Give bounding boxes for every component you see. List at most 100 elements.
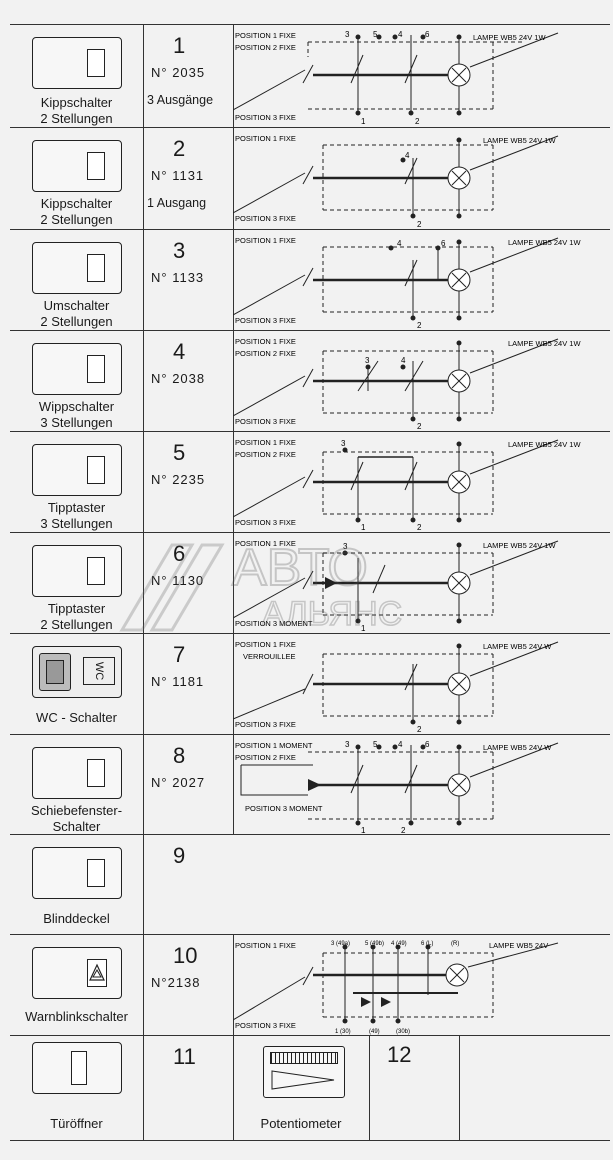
wiring-diagram: POSITION 1 FIXE POSITION 2 FIXE POSITION… (232, 25, 610, 128)
wiring-diagram: POSITION 1 FIXE POSITION 2 FIXE POSITION… (232, 432, 610, 533)
item-number: 2 (173, 136, 186, 161)
switch-name: Kippschalter (40, 95, 113, 110)
locked-label: VERROUILLEE (243, 652, 296, 661)
terminal-label: 2 (417, 725, 422, 734)
position-1-label: POSITION 1 FIXE (235, 31, 296, 40)
number-cell-12: 12 (369, 1036, 460, 1141)
switch-name: Tipptaster (47, 601, 106, 616)
position-3-label: POSITION 3 FIXE (235, 113, 296, 122)
terminal-label: 1 (361, 117, 366, 126)
warning-triangle-icon (89, 963, 105, 981)
row-7: WC WC - Schalter 7 N° 1181 (10, 633, 610, 735)
terminal-label: 4 (397, 239, 402, 248)
wiring-diagram: POSITION 1 MOMENT POSITION 2 FIXE POSITI… (233, 735, 610, 835)
terminal-label: 3 (341, 439, 346, 448)
lamp-label: LAMPE WB5 24V (489, 941, 548, 950)
switch-image-cell: Kippschalter 2 Stellungen (10, 25, 144, 128)
switch-image-cell: Tipptaster 3 Stellungen (10, 432, 144, 533)
item-number: 11 (173, 1044, 196, 1069)
rocker-switch-icon (32, 545, 122, 597)
terminal-label: 2 (417, 422, 422, 431)
lamp-label: LAMPE WB5 24V 1W (483, 541, 556, 550)
position-1-label: POSITION 1 FIXE (235, 134, 296, 143)
switch-image-cell: Blinddeckel (10, 835, 144, 935)
wiring-diagram: POSITION 1 FIXE POSITION 3 MOMENT LAMPE … (232, 533, 610, 634)
lamp-label: LAMPE WB5 24V 1W (508, 440, 581, 449)
terminal-label: 5 (373, 30, 378, 39)
rocker-switch-icon (32, 444, 122, 496)
number-cell: 5 N° 2235 (143, 432, 234, 533)
potentiometer-icon (263, 1046, 345, 1098)
row-9: Blinddeckel 9 (10, 834, 610, 935)
rocker-switch-icon (32, 747, 122, 799)
terminal-label: 1 (361, 826, 366, 835)
switch-positions: 3 Stellungen (40, 516, 113, 531)
terminal-label: 6 (441, 239, 446, 248)
terminal-label: (49) (369, 1029, 380, 1035)
position-1-label: POSITION 1 MOMENT (235, 741, 313, 750)
row-5: Tipptaster 3 Stellungen 5 N° 2235 (10, 431, 610, 533)
switch-positions: 2 Stellungen (40, 212, 113, 227)
wiring-diagram: POSITION 1 FIXE POSITION 2 FIXE POSITION… (232, 331, 610, 432)
switch-name: Kippschalter (40, 196, 113, 211)
position-2-label: POSITION 2 FIXE (235, 450, 296, 459)
row-10: Warnblinkschalter 10 N°2138 (10, 934, 610, 1036)
item-number: 9 (173, 843, 186, 868)
number-cell: 9 (143, 835, 233, 935)
terminal-label: 1 (30) (335, 1029, 351, 1035)
outputs-count: 3 Ausgänge (147, 93, 214, 107)
lamp-label: LAMPE WB5 24V W (483, 743, 552, 752)
wiring-diagram: POSITION 1 FIXE VERROUILLEE POSITION 3 F… (232, 634, 610, 735)
item-number: 3 (173, 238, 186, 263)
position-2-label: POSITION 2 FIXE (235, 349, 296, 358)
terminal-label: 3 (49a) (331, 941, 350, 947)
switch-positions: 3 Stellungen (40, 415, 113, 430)
row-2: Kippschalter 2 Stellungen 2 N° 1131 1 Au… (10, 127, 610, 230)
wiring-diagram: POSITION 1 FIXE POSITION 3 FIXE LAMPE WB… (232, 935, 610, 1036)
part-number: N° 2038 (151, 371, 206, 386)
switch-image-cell: Umschalter 2 Stellungen (10, 230, 144, 331)
row-11: Türöffner 11 Potentiometer 12 (10, 1035, 610, 1141)
terminal-label: 2 (401, 826, 406, 835)
part-number: N° 1131 (151, 168, 205, 183)
terminal-label: 4 (398, 740, 403, 749)
position-1-label: POSITION 1 FIXE (235, 438, 296, 447)
wiring-diagram: POSITION 1 FIXE POSITION 3 FIXE LAMPE WB… (232, 128, 610, 230)
terminal-label: 6 (L) (421, 941, 433, 947)
position-3-label: POSITION 3 FIXE (235, 720, 296, 729)
row-6: Tipptaster 2 Stellungen 6 N° 1130 (10, 532, 610, 634)
switch-name: Wippschalter (38, 399, 115, 414)
part-number: N°2138 (151, 975, 201, 990)
switch-image-cell: Kippschalter 2 Stellungen (10, 128, 144, 230)
position-3-label: POSITION 3 FIXE (235, 316, 296, 325)
rocker-switch-icon (32, 140, 122, 192)
lamp-label: LAMPE WB5 24V 1W (508, 238, 581, 247)
terminal-label: 1 (361, 624, 366, 633)
part-number: N° 1130 (151, 573, 205, 588)
position-3-label: POSITION 3 FIXE (235, 214, 296, 223)
position-1-label: POSITION 1 FIXE (235, 941, 296, 950)
item-number: 12 (387, 1042, 412, 1067)
number-cell: 4 N° 2038 (143, 331, 234, 432)
position-1-label: POSITION 1 FIXE (235, 640, 296, 649)
row-1: Kippschalter 2 Stellungen 1 N° 2035 3 Au… (10, 24, 610, 128)
lamp-label: LAMPE WB5 24V 1W (483, 136, 556, 145)
position-3-label: POSITION 3 FIXE (235, 1021, 296, 1030)
switch-name: Umschalter (43, 298, 110, 313)
part-number: N° 1181 (151, 674, 205, 689)
switch-image-cell: Schiebefenster- Schalter (10, 735, 144, 835)
row-8: Schiebefenster- Schalter 8 N° 2027 (10, 734, 610, 835)
part-number: N° 1133 (151, 270, 205, 285)
item-number: 10 (173, 943, 198, 968)
potentiometer-cell: Potentiometer (233, 1036, 370, 1141)
switch-name: WC - Schalter (36, 710, 117, 725)
switch-image-cell: Tipptaster 2 Stellungen (10, 533, 144, 634)
part-number: N° 2035 (151, 65, 206, 80)
item-number: 6 (173, 541, 186, 566)
switch-name: Blinddeckel (43, 911, 110, 926)
blank-cover-icon (32, 847, 122, 899)
terminal-label: 2 (417, 523, 422, 532)
rocker-switch-icon (32, 37, 122, 89)
part-number: N° 2235 (151, 472, 206, 487)
terminal-label: 4 (405, 151, 410, 160)
